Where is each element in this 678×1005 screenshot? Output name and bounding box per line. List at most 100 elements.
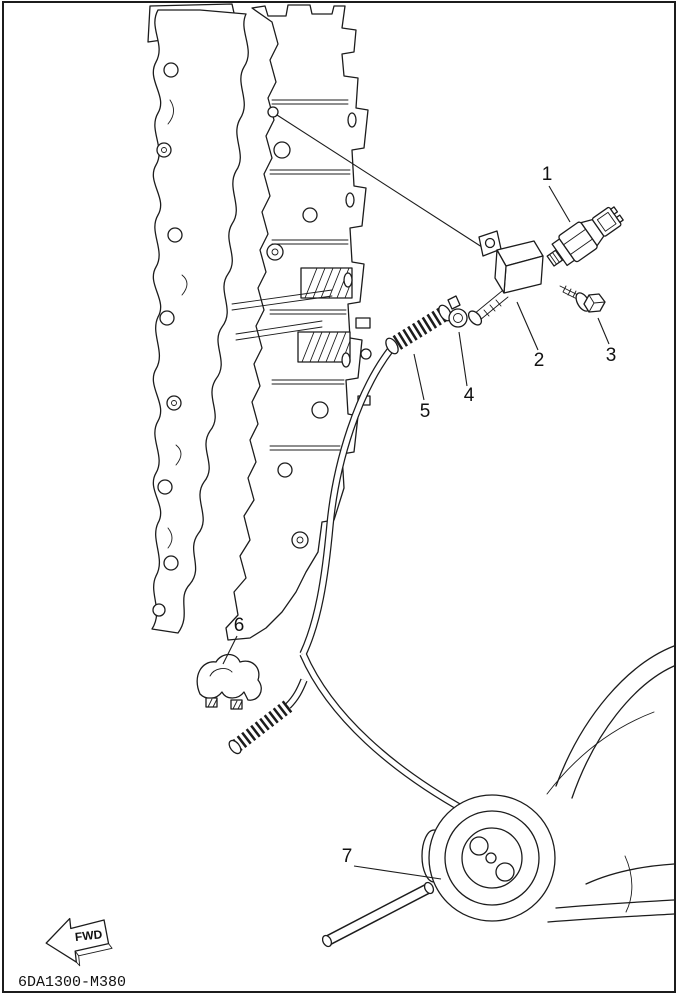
- corrugated-tube-ribs: [387, 306, 450, 353]
- joint-body-side: [494, 249, 507, 294]
- joint-tab-hole: [484, 237, 496, 249]
- gearcase-hub: [485, 852, 497, 864]
- part-label-5: 5: [420, 401, 431, 422]
- block-port-inner: [271, 248, 279, 256]
- block-port: [291, 531, 309, 549]
- leader-part-6: [222, 635, 238, 665]
- clamp-foot: [205, 697, 218, 708]
- block-outline: [225, 4, 369, 641]
- leader-lines: [222, 185, 610, 880]
- fwd-arrow-shape: [45, 917, 110, 963]
- mount-leader-line: [276, 114, 486, 250]
- part-label-7: 7: [342, 846, 353, 867]
- cowling-curve: [585, 863, 675, 885]
- part-label-1: 1: [542, 164, 553, 185]
- corrugated-end-ribs: [230, 700, 293, 753]
- hose-clamp-inner-line: [209, 668, 233, 677]
- part-6-clamp-drawing: [196, 653, 308, 755]
- diagram-code: 6DA1300-M380: [18, 974, 126, 991]
- switch-thread-lines: [549, 249, 563, 265]
- part-3-bolt-drawing: [559, 285, 606, 313]
- block-port: [266, 243, 284, 261]
- switch-connector-lug: [610, 206, 619, 215]
- block-pipe-lines: [231, 289, 333, 341]
- block-side-port: [341, 352, 351, 368]
- gasket-hole: [159, 310, 175, 326]
- gasket-bolt-holes: [152, 62, 183, 617]
- fwd-arrow-depth-lines: [74, 943, 113, 967]
- block-port: [311, 401, 329, 419]
- cowling-curve: [571, 665, 675, 799]
- hose-lower-run: [299, 652, 470, 816]
- tube-end-cap: [423, 881, 435, 895]
- part-2-joint-drawing: [467, 230, 544, 326]
- pilot-hose-drawing: [299, 346, 470, 816]
- gasket-hole: [157, 479, 173, 495]
- tube-inner: [325, 884, 431, 945]
- hose-stub-fill: [286, 679, 307, 708]
- clamp-ring-tab: [447, 295, 461, 310]
- joint-stem: [473, 290, 509, 321]
- clamp-ring-inner: [453, 313, 463, 323]
- block-side-port: [343, 272, 353, 288]
- tube-end-cap: [321, 934, 333, 948]
- block-ports: [266, 112, 357, 549]
- gasket-hole: [156, 142, 172, 158]
- leader-part-7: [353, 865, 442, 880]
- gearcase-middle-ring: [444, 810, 540, 906]
- gearcase-inner-ring: [461, 827, 523, 889]
- fwd-label: FWD: [74, 927, 103, 944]
- leader-part-2: [516, 301, 539, 351]
- gasket-detail-lines: [167, 99, 188, 549]
- switch-connector-socket: [596, 211, 617, 232]
- hose-upper-run-fill: [300, 347, 393, 656]
- gearcase-port: [469, 836, 489, 856]
- block-side-port: [347, 112, 357, 128]
- part-label-4: 4: [464, 385, 475, 406]
- leader-part-3: [597, 317, 610, 345]
- gearcase-port: [495, 862, 515, 882]
- gasket-hole: [167, 227, 183, 243]
- joint-stem-end: [467, 310, 483, 326]
- gasket-hole-inner: [171, 400, 177, 406]
- block-hatch-lines: [304, 267, 353, 299]
- corrugated-end-cap: [228, 739, 242, 755]
- clamp-foot: [230, 699, 243, 710]
- switch-mount-hole: [267, 106, 279, 118]
- part-label-3: 3: [606, 345, 617, 366]
- lower-unit-drawing: [421, 645, 675, 923]
- cowling-curve: [624, 855, 633, 913]
- engine-block-drawing: [147, 3, 486, 641]
- clamp-foot-hatch: [207, 698, 243, 710]
- hose-lower-run-fill: [300, 653, 470, 815]
- part-7-tube-drawing: [321, 881, 435, 948]
- gasket-hole: [152, 603, 166, 617]
- switch-body-lines: [563, 228, 593, 255]
- fwd-arrow: FWD: [45, 917, 113, 967]
- clamp-ring: [448, 308, 468, 328]
- bolt-head-facets: [588, 294, 606, 313]
- leader-part-4: [458, 331, 468, 387]
- gasket-outline: [151, 9, 249, 634]
- part-label-6: 6: [234, 615, 245, 636]
- gasket-hole: [163, 62, 179, 78]
- block-bracket: [355, 317, 371, 329]
- gasket-hole: [166, 395, 182, 411]
- part-1-pressure-switch-drawing: [546, 206, 624, 267]
- cowling-curve: [547, 913, 675, 923]
- block-boss: [360, 348, 372, 360]
- block-hatch-lines: [301, 331, 351, 363]
- gasket-hole: [163, 555, 179, 571]
- corrugated-tube-end: [385, 337, 399, 355]
- cowling-curve: [555, 899, 675, 909]
- part-5-corrugated-tube-drawing: [385, 304, 452, 355]
- block-rib-lines: [269, 99, 351, 451]
- cowling-curve: [546, 711, 655, 795]
- bolt-shaft: [559, 285, 586, 304]
- block-side-port: [345, 192, 355, 208]
- switch-connector: [591, 206, 622, 237]
- switch-connector-lug: [615, 214, 624, 223]
